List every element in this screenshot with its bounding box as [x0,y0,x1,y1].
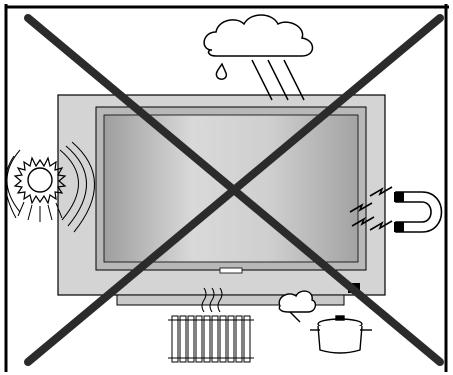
rain-cloud-icon [204,15,312,100]
tv-logo [220,268,242,273]
